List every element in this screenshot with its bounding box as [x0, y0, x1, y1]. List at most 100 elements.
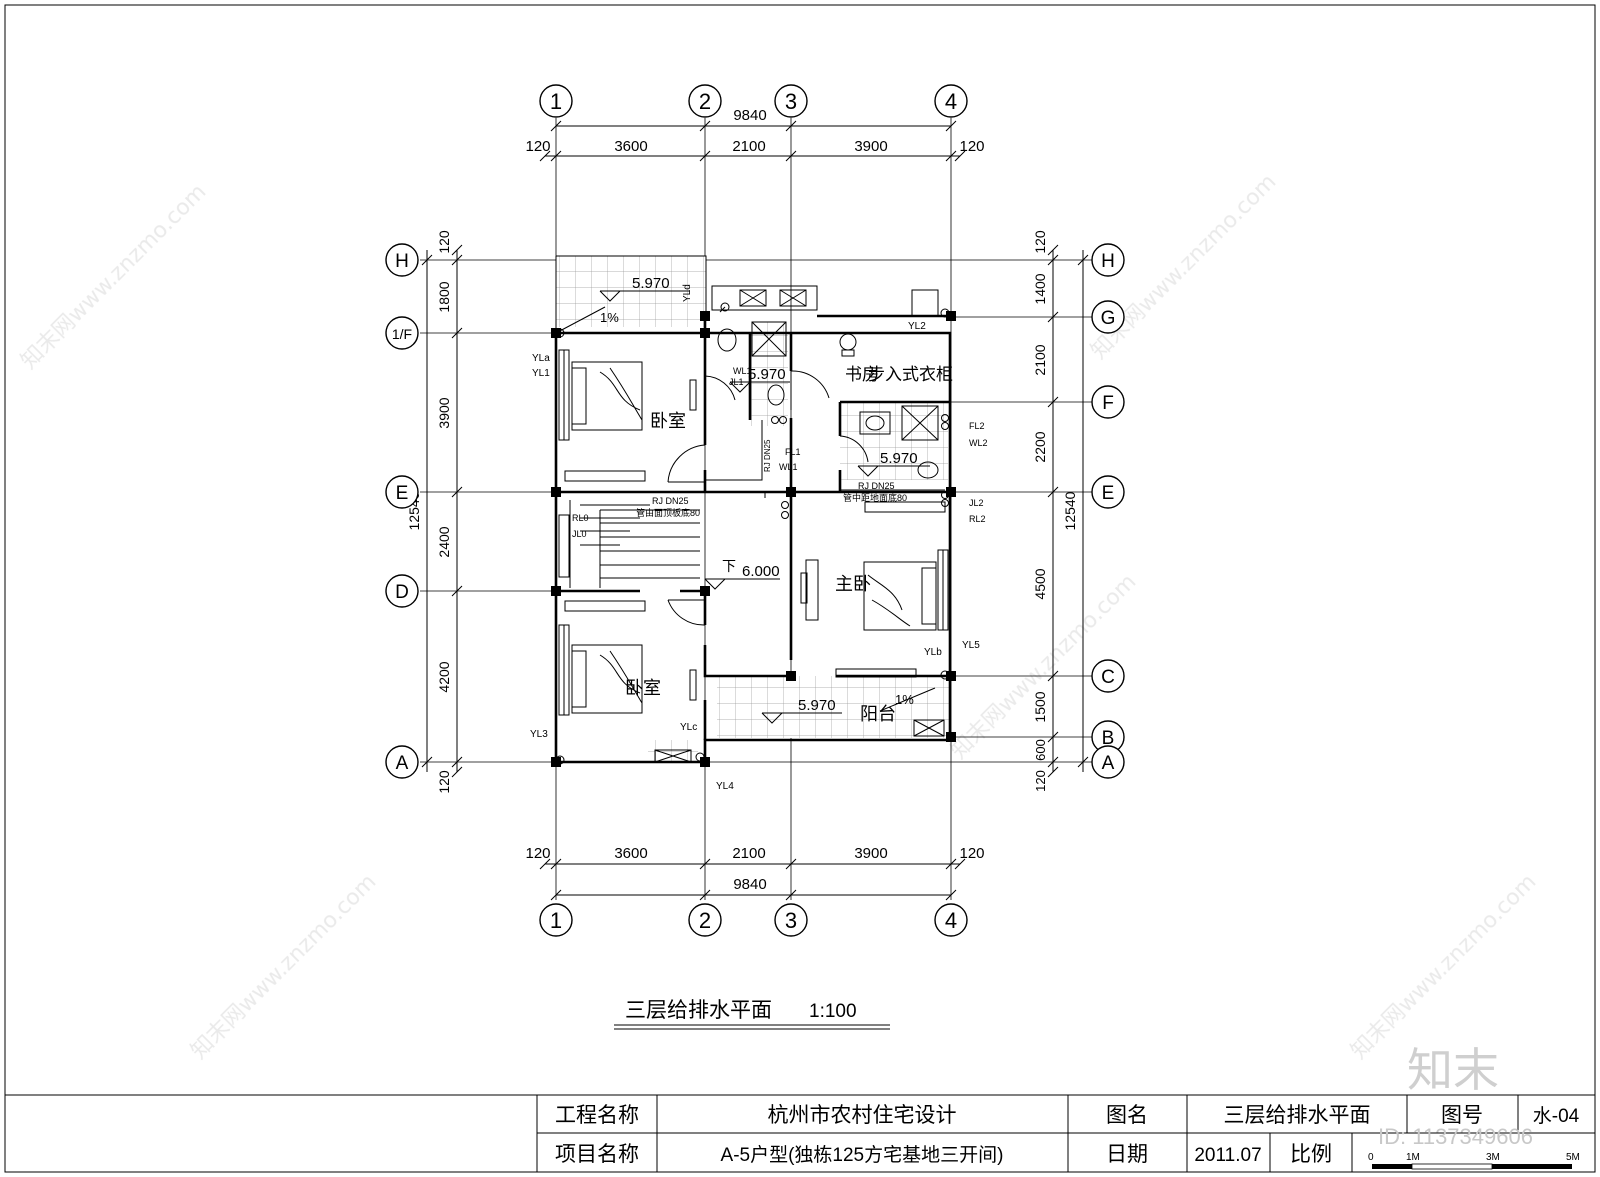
axis-label: F — [1102, 393, 1114, 414]
pipe-label: JL2 — [969, 498, 984, 508]
axis-label: D — [395, 582, 409, 603]
drawing-no-value: 水-04 — [1533, 1105, 1580, 1127]
watermark-text: 知末网www.znzmo.com — [1347, 869, 1542, 1064]
bottom-dim: 2100 — [732, 845, 765, 862]
project-name-value: 杭州市农村住宅设计 — [768, 1104, 957, 1127]
axis-label: 4 — [945, 908, 957, 933]
scale-tick: 5M — [1566, 1152, 1580, 1163]
level-balcony: 5.970 — [798, 697, 836, 714]
right-dim: 600 — [1033, 739, 1048, 761]
doors — [667, 370, 869, 701]
pipe-label: 管由面顶板底80 — [636, 507, 700, 518]
scale-tick: 1M — [1406, 1152, 1420, 1163]
pipe-label: WL2 — [969, 438, 988, 448]
pipe-label: YLc — [680, 722, 697, 733]
left-dim: 4200 — [436, 661, 452, 692]
pipe-label: FL2 — [969, 421, 985, 431]
axis-label: A — [396, 753, 409, 774]
watermark-logo: 知末 — [1407, 1044, 1499, 1096]
top-total-dimension: 9840 — [733, 107, 766, 124]
left-dim: 3900 — [436, 397, 452, 428]
bed-bottom — [571, 644, 643, 714]
axis-label: G — [1101, 308, 1116, 329]
room-bedroom-bottom: 卧室 — [625, 678, 661, 698]
drawing-name-value: 三层给排水平面 — [1224, 1104, 1371, 1127]
pipe-label: YLa — [532, 353, 550, 364]
axis-label: A — [1102, 753, 1115, 774]
left-axis-bubbles: H 1/F E D A — [385, 243, 419, 779]
axis-label: 4 — [945, 89, 957, 114]
scale-tick: 3M — [1486, 1152, 1500, 1163]
left-dim: 120 — [436, 230, 452, 254]
pipe-label: WL1 — [779, 462, 798, 472]
stair — [569, 500, 700, 588]
pipe-label: RJ DN25 — [763, 439, 772, 472]
stair-down-label: 下 — [722, 558, 736, 574]
item-name-value: A-5户型(独栋125方宅基地三开间) — [721, 1144, 1004, 1166]
slope-balcony: 1% — [895, 692, 914, 707]
level-bath-left: 5.970 — [748, 366, 786, 383]
left-dimension-chain: 120 1800 3900 2400 4200 120 12540 — [406, 230, 463, 794]
date-label: 日期 — [1106, 1143, 1148, 1166]
axis-label: 1 — [550, 908, 562, 933]
axis-label: 1/F — [392, 326, 412, 342]
pipe-label: YL2 — [908, 321, 926, 332]
right-dim: 120 — [1033, 770, 1048, 792]
axis-label: 3 — [785, 89, 797, 114]
scale-tick: 0 — [1368, 1152, 1374, 1163]
windows — [558, 349, 949, 716]
top-dim: 3600 — [614, 138, 647, 155]
slope-terrace: 1% — [600, 310, 619, 325]
fixtures — [654, 289, 945, 763]
bath-right-tile — [840, 402, 948, 480]
drawing-no-label: 图号 — [1441, 1104, 1483, 1127]
axis-label: E — [1102, 483, 1115, 504]
left-dim: 1800 — [436, 281, 452, 312]
right-dim: 1500 — [1032, 691, 1048, 722]
room-bedroom-top: 卧室 — [650, 411, 686, 431]
bottom-axis-bubbles: 1 2 3 4 — [539, 903, 968, 937]
room-study: 书房 — [845, 365, 879, 384]
top-dimension-chain: 9840 120 3600 2100 3900 120 — [525, 107, 985, 162]
bed-master — [863, 561, 937, 631]
right-total-dimension: 12540 — [1062, 491, 1078, 530]
left-dim: 120 — [436, 770, 452, 794]
axis-label: 2 — [699, 89, 711, 114]
axis-label: 1 — [550, 89, 562, 114]
bottom-dim: 3600 — [614, 845, 647, 862]
balcony-tile — [717, 676, 951, 738]
right-dimension-chain: 120 1400 2100 2200 4500 1500 600 120 125… — [1032, 230, 1089, 792]
pipe-label: YL1 — [532, 368, 550, 379]
top-dim: 2100 — [732, 138, 765, 155]
axis-grid — [420, 118, 1098, 900]
top-dim: 120 — [959, 138, 984, 155]
room-balcony: 阳台 — [860, 704, 896, 724]
sheet-border — [4, 4, 1596, 1173]
right-dim: 2200 — [1032, 431, 1048, 462]
pipe-labels: YLd YLa YL1 YL2 JL1 WL1 FL1 WL1 RJ DN25 … — [530, 284, 988, 792]
watermark-id: ID: 1137349606 — [1378, 1124, 1533, 1149]
pipe-label: YLb — [924, 647, 942, 658]
right-dim: 1400 — [1032, 273, 1048, 304]
right-dim: 120 — [1032, 230, 1048, 254]
drawing-title: 三层给排水平面 1:100 — [614, 999, 890, 1030]
watermark-text: 知末网www.znzmo.com — [17, 179, 212, 374]
drawing-scale-text: 1:100 — [809, 1001, 857, 1022]
project-name-label: 工程名称 — [555, 1104, 639, 1127]
beds — [571, 361, 937, 714]
pipe-label: YL5 — [962, 640, 980, 651]
tiled-areas — [556, 256, 951, 762]
pipe-label: YL4 — [716, 781, 734, 792]
top-dim: 120 — [525, 138, 550, 155]
top-axis-bubbles: 1 2 3 4 — [539, 84, 968, 118]
date-value: 2011.07 — [1194, 1145, 1261, 1166]
watermark-badge: 知末 ID: 1137349606 — [1378, 1044, 1533, 1149]
watermark-text: 知末网www.znzmo.com — [187, 869, 382, 1064]
pipe-label: RL0 — [572, 513, 589, 523]
room-closet: 步入式衣柜 — [868, 365, 953, 384]
drawing-name-label: 图名 — [1106, 1104, 1148, 1127]
axis-label: 2 — [699, 908, 711, 933]
level-stair: 6.000 — [742, 563, 780, 580]
right-axis-bubbles: H G F E C B A — [1091, 243, 1125, 779]
axis-label: H — [1101, 251, 1115, 272]
